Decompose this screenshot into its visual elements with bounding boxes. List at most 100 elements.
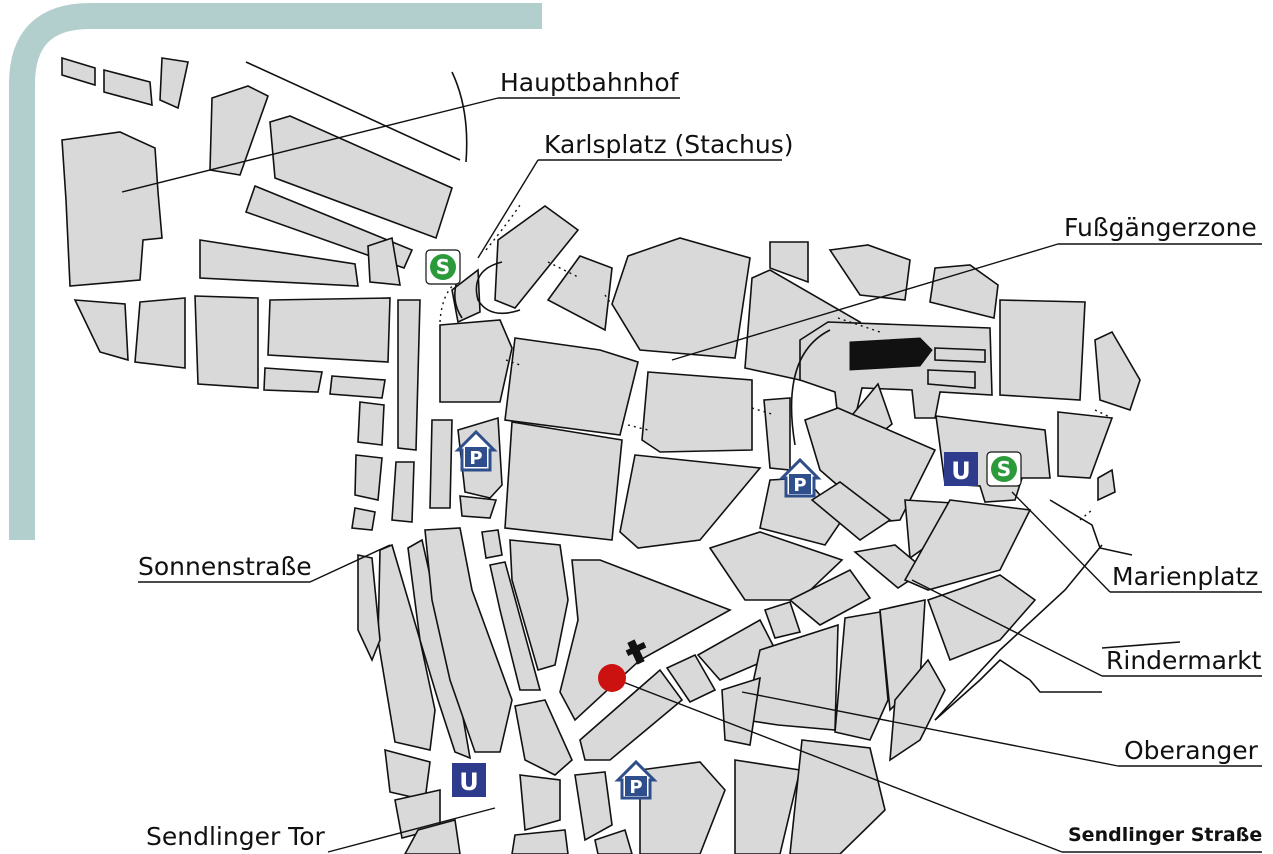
leader-lines xyxy=(121,97,1262,853)
block xyxy=(199,239,359,287)
block xyxy=(763,600,802,639)
sbahn-letter: S xyxy=(997,457,1011,481)
ubahn-icon-marienplatz[interactable]: U xyxy=(944,452,978,486)
block xyxy=(828,244,911,301)
sbahn-icon-marienplatz[interactable]: S xyxy=(986,451,1022,487)
block xyxy=(429,419,453,509)
block xyxy=(354,454,383,501)
block xyxy=(810,481,892,541)
block xyxy=(574,771,613,842)
block xyxy=(504,421,623,541)
label-karlsplatz: Karlsplatz (Stachus) xyxy=(544,130,794,159)
road-line xyxy=(934,658,1031,721)
label-sendlinger-strasse: Sendlinger Straße xyxy=(1068,824,1263,846)
block xyxy=(357,554,381,663)
leader-sendlinger-strasse xyxy=(617,679,1063,853)
road-line xyxy=(1049,499,1133,556)
block xyxy=(999,299,1086,401)
block xyxy=(459,495,498,519)
leader-karlsplatz xyxy=(477,159,539,259)
label-fussgaengerzone: Fußgängerzone xyxy=(1064,213,1257,242)
leader-oberanger xyxy=(741,691,1119,767)
parking-icon-south[interactable]: P xyxy=(614,759,658,800)
label-sendlinger-tor: Sendlinger Tor xyxy=(146,822,325,851)
block xyxy=(929,264,999,319)
block xyxy=(397,299,421,451)
block xyxy=(351,507,376,531)
road-line xyxy=(245,61,461,161)
block xyxy=(708,531,844,601)
block xyxy=(404,818,461,854)
leader-hauptbahnhof xyxy=(121,97,499,193)
leader-sonnenstrasse xyxy=(309,544,391,583)
block xyxy=(489,561,542,691)
block xyxy=(367,236,401,286)
road-line xyxy=(934,544,1103,721)
block xyxy=(519,774,561,832)
block xyxy=(619,454,762,549)
block xyxy=(594,828,633,854)
roads xyxy=(245,61,1181,721)
block xyxy=(665,653,717,704)
leader-sendlinger-tor xyxy=(327,807,496,853)
block xyxy=(159,57,189,110)
block xyxy=(639,761,726,854)
block xyxy=(439,319,513,403)
red-location-dot xyxy=(598,664,626,692)
parking-icon-center[interactable]: P xyxy=(778,457,822,498)
label-marienplatz: Marienplatz xyxy=(1112,562,1259,591)
block xyxy=(546,255,613,332)
block xyxy=(927,369,976,389)
block xyxy=(799,321,993,419)
parking-letter: P xyxy=(629,777,642,798)
block xyxy=(134,297,186,369)
dotted-path xyxy=(1079,509,1093,521)
block xyxy=(514,699,573,776)
block xyxy=(1057,411,1114,479)
ubahn-icon-sendlinger-tor[interactable]: U xyxy=(452,763,486,797)
road-line xyxy=(1029,679,1102,693)
label-hauptbahnhof: Hauptbahnhof xyxy=(500,68,679,97)
block xyxy=(1094,330,1141,412)
label-sonnenstrasse: Sonnenstraße xyxy=(138,552,312,581)
church-icon xyxy=(625,639,647,665)
block xyxy=(357,401,385,446)
block xyxy=(329,375,386,399)
block xyxy=(804,407,937,523)
sbahn-icon-karlsplatz[interactable]: S xyxy=(425,249,461,285)
dotted-path xyxy=(837,317,881,333)
block xyxy=(391,461,415,523)
block xyxy=(903,499,1032,591)
block xyxy=(384,748,431,801)
leader-fussgaengerzone xyxy=(671,243,1059,361)
block xyxy=(889,658,946,762)
parking-letter: P xyxy=(793,475,806,496)
block xyxy=(511,829,569,854)
block xyxy=(451,268,481,324)
ubahn-letter: U xyxy=(459,768,479,796)
dotted-path xyxy=(604,294,613,306)
block xyxy=(721,676,761,746)
block xyxy=(267,297,391,363)
block xyxy=(579,668,684,761)
label-oberanger: Oberanger xyxy=(1124,736,1258,765)
block xyxy=(926,574,1037,662)
block xyxy=(789,739,886,854)
pedestrian-paths xyxy=(439,204,1113,521)
block xyxy=(424,527,513,753)
leader-marienplatz xyxy=(1011,491,1111,593)
block xyxy=(61,131,163,287)
parking-icon-west[interactable]: P xyxy=(454,429,498,472)
city-blocks xyxy=(61,56,1141,854)
map-frame xyxy=(9,3,542,540)
block xyxy=(509,539,569,671)
block xyxy=(834,611,889,741)
block xyxy=(611,237,751,359)
block xyxy=(73,299,129,362)
block xyxy=(209,85,269,176)
road-line xyxy=(790,329,831,446)
block xyxy=(377,543,436,751)
parking-letter: P xyxy=(469,448,482,469)
label-rindermarkt: Rindermarkt xyxy=(1106,646,1262,675)
